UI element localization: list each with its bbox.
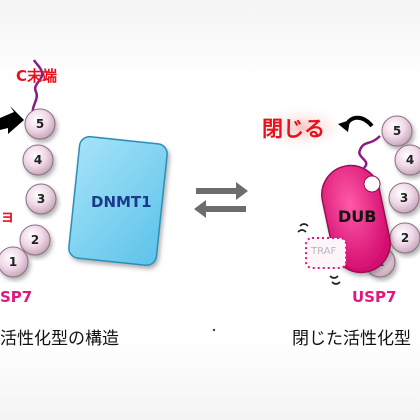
left-bead-1	[0, 246, 29, 278]
right-structure: 5 4 3 2 1	[252, 104, 420, 285]
right-bead-5	[381, 115, 413, 147]
right-bead-2-label: 2	[401, 231, 409, 245]
left-structure: 5 4 3 2 1	[0, 59, 168, 278]
left-caption: 活性化型の構造	[0, 329, 119, 349]
left-bead-5-label: 5	[36, 117, 44, 131]
left-red-fragment: ョ	[0, 207, 16, 225]
c-terminus-label: C末端	[16, 67, 58, 85]
dub-notch	[363, 175, 381, 193]
center-dot	[212, 328, 216, 332]
motion-mark-left	[297, 223, 309, 233]
backward-arrow	[194, 200, 246, 218]
dnmt1-block	[68, 135, 168, 267]
left-bead-1-label: 1	[9, 255, 17, 269]
left-bead-5	[24, 108, 56, 140]
left-bead-3	[25, 183, 57, 215]
left-bead-4	[22, 144, 54, 176]
equilibrium-arrows	[194, 182, 248, 218]
right-bead-4-label: 4	[406, 153, 414, 167]
curved-arrow-head	[338, 120, 350, 132]
right-caption: 閉じた活性化型	[292, 329, 411, 349]
right-linker	[358, 135, 381, 169]
right-usp7-label: USP7	[352, 288, 397, 306]
dnmt1-label: DNMT1	[91, 193, 152, 211]
right-bead-3-label: 3	[400, 191, 408, 205]
right-bead-3	[388, 182, 420, 214]
left-bead-2-label: 2	[31, 233, 39, 247]
motion-mark-bottom	[329, 275, 341, 285]
dub-label: DUB	[338, 207, 377, 226]
right-bead-5-label: 5	[393, 124, 401, 138]
left-bead-4-label: 4	[34, 153, 42, 167]
close-glow	[252, 104, 352, 152]
traf-label: TRAF	[311, 246, 337, 257]
left-bead-2	[19, 224, 51, 256]
close-label: 閉じる	[262, 117, 325, 141]
forward-arrow	[196, 182, 248, 200]
traf-box	[305, 237, 347, 269]
right-bead-4	[394, 144, 420, 176]
left-bead-3-label: 3	[37, 192, 45, 206]
left-usp7-label: SP7	[0, 288, 33, 306]
left-linker	[31, 59, 44, 119]
left-black-arrow	[0, 106, 24, 134]
